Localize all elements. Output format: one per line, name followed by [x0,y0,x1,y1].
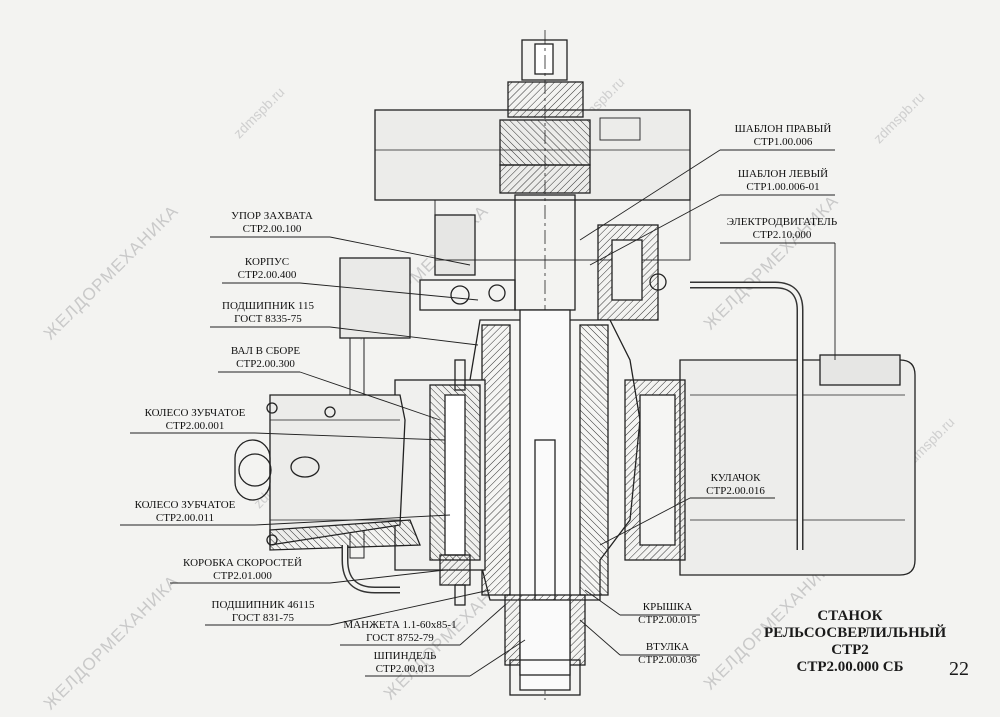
title-line-3: СТР2 [831,642,869,658]
title-line-1: СТАНОК [817,608,883,624]
spindle-top [499,30,591,700]
leader-lines [120,149,836,677]
electric-motor [341,281,916,594]
title-line-2: РЕЛЬСОСВЕРЛИЛЬНЫЙ [764,625,947,641]
title-line-4: СТР2.00.000 СБ [796,659,904,675]
main-housing [469,309,641,696]
drawing-title: СТАНОК РЕЛЬСОСВЕРЛИЛЬНЫЙ СТР2 СТР2.00.00… [764,608,947,676]
right-bracket [597,224,667,321]
speed-box-housing [234,394,421,551]
gear-box [394,359,486,606]
page-number: 22 [949,658,969,680]
